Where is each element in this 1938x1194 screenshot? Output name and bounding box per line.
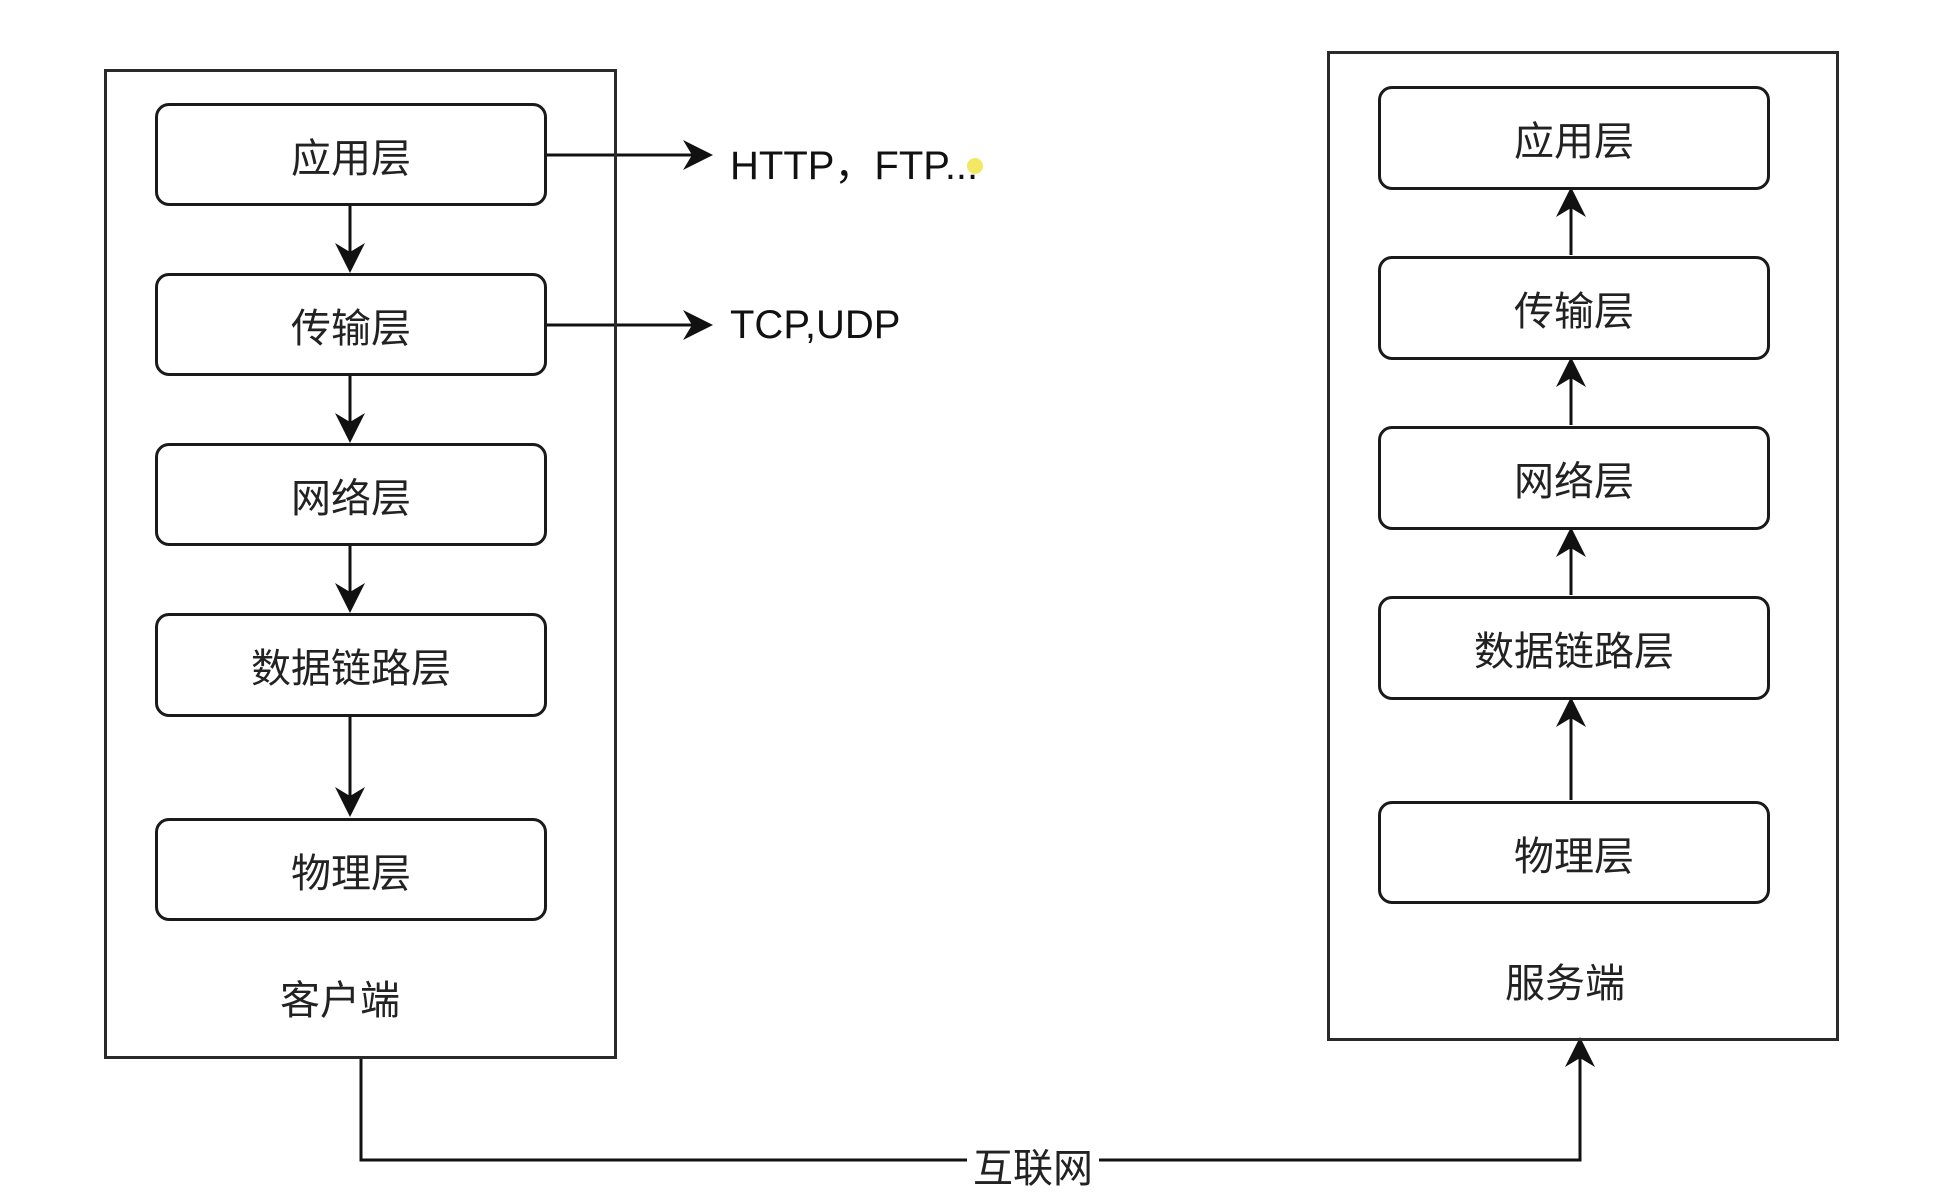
cursor-highlight	[967, 158, 983, 174]
server-layer-physical: 物理层	[1378, 801, 1770, 904]
server-caption: 服务端	[1505, 961, 1625, 1007]
client-layer-transport-label: 传输层	[291, 305, 411, 352]
client-group	[104, 69, 617, 1059]
server-group	[1327, 51, 1839, 1041]
client-layer-application: 应用层	[155, 103, 547, 206]
server-layer-application: 应用层	[1378, 86, 1770, 190]
client-layer-network-label: 网络层	[291, 475, 411, 522]
client-layer-datalink: 数据链路层	[155, 613, 547, 717]
server-layer-physical-label: 物理层	[1514, 833, 1634, 880]
client-layer-network: 网络层	[155, 443, 547, 546]
client-layer-physical: 物理层	[155, 818, 547, 921]
transport-protocols-label: TCP,UDP	[730, 303, 901, 347]
server-layer-transport-label: 传输层	[1514, 289, 1634, 335]
application-protocols-label: HTTP，FTP...	[730, 144, 979, 188]
server-layer-datalink: 数据链路层	[1378, 596, 1770, 700]
client-caption: 客户端	[280, 978, 400, 1024]
client-layer-datalink-label: 数据链路层	[251, 646, 451, 692]
client-layer-physical-label: 物理层	[291, 850, 411, 897]
server-layer-network-label: 网络层	[1514, 459, 1634, 505]
server-layer-network: 网络层	[1378, 426, 1770, 530]
client-layer-transport: 传输层	[155, 273, 547, 376]
internet-label: 互联网	[967, 1136, 1099, 1194]
client-layer-application-label: 应用层	[291, 135, 411, 182]
server-layer-transport: 传输层	[1378, 256, 1770, 360]
server-layer-datalink-label: 数据链路层	[1474, 629, 1674, 675]
server-layer-application-label: 应用层	[1514, 119, 1634, 165]
